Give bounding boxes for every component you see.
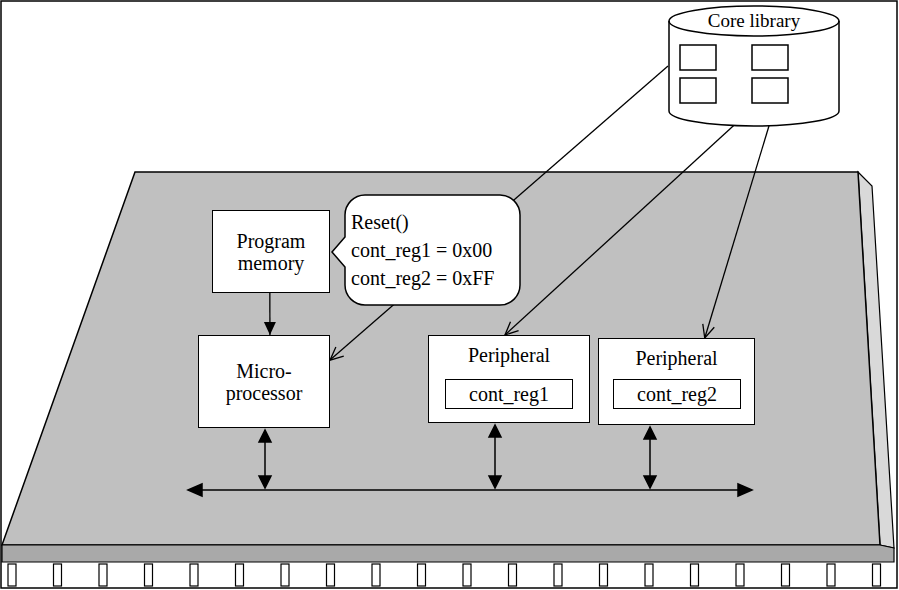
node-label: Program memory	[219, 230, 323, 274]
pin	[418, 564, 426, 586]
connector-line	[330, 66, 668, 360]
arrow-head	[703, 324, 714, 338]
node-label: Reset()	[351, 208, 409, 236]
node-label: Micro- processor	[205, 360, 323, 404]
node-label: Peripheral	[635, 347, 717, 369]
connector-line	[505, 124, 735, 335]
connector	[703, 124, 770, 338]
processor-box: Micro- processor	[198, 335, 330, 428]
pin	[54, 564, 62, 586]
pin	[327, 564, 335, 586]
register-box: cont_reg1	[445, 379, 573, 409]
arrow-head	[330, 347, 344, 360]
callout-bubble: Reset()cont_reg1 = 0x00cont_reg2 = 0xFF	[345, 195, 520, 305]
node-label: cont_reg1 = 0x00	[351, 236, 492, 264]
pin	[873, 564, 881, 586]
pin	[691, 564, 699, 586]
pin	[8, 564, 16, 586]
pin	[827, 564, 835, 586]
connector	[505, 124, 735, 335]
pin	[509, 564, 517, 586]
arrow-head	[264, 322, 276, 335]
pin	[372, 564, 380, 586]
node-label: cont_reg1	[469, 383, 549, 405]
library-cylinder: Core library	[668, 4, 840, 128]
peripheral-box: Peripheral cont_reg2	[598, 338, 755, 425]
pin	[600, 564, 608, 586]
connector	[330, 66, 668, 360]
pin	[554, 564, 562, 586]
arrow-head	[505, 322, 519, 335]
node-label: Peripheral	[468, 344, 550, 366]
pin	[145, 564, 153, 586]
node-label: Core library	[708, 10, 800, 32]
pin	[190, 564, 198, 586]
pin	[99, 564, 107, 586]
connector	[264, 293, 276, 335]
memory-box: Program memory	[212, 210, 330, 293]
peripheral-box: Peripheral cont_reg1	[428, 335, 590, 423]
connector-line	[705, 124, 770, 338]
pin	[236, 564, 244, 586]
pin	[782, 564, 790, 586]
pin	[645, 564, 653, 586]
pin	[281, 564, 289, 586]
pin	[736, 564, 744, 586]
pin	[463, 564, 471, 586]
node-label: cont_reg2	[637, 383, 717, 405]
register-box: cont_reg2	[613, 379, 741, 409]
node-label: cont_reg2 = 0xFF	[351, 264, 495, 292]
